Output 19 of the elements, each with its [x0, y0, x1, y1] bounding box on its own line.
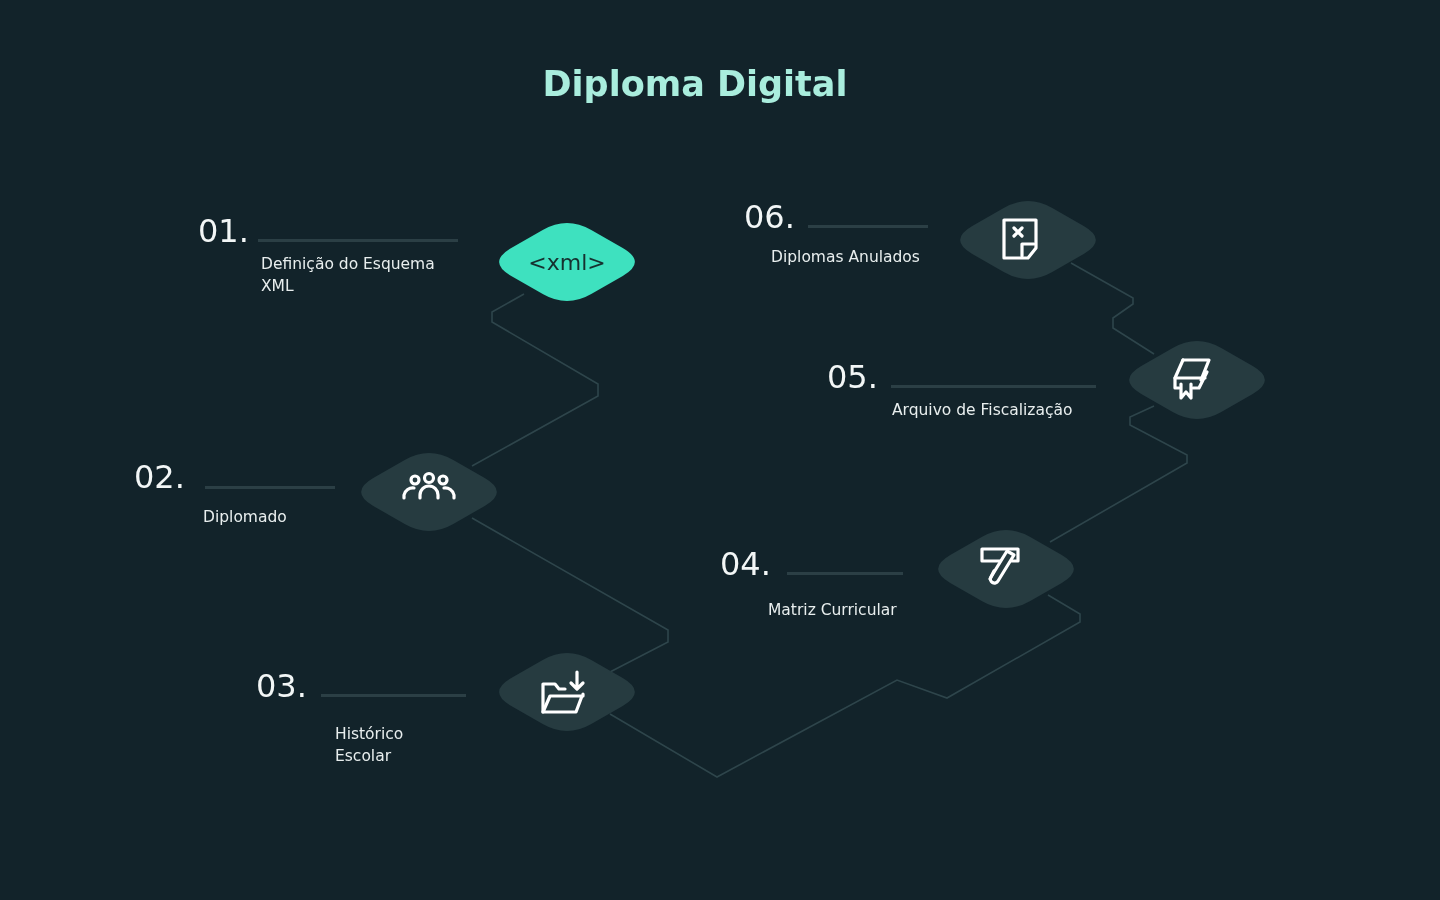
connector-line — [609, 594, 1081, 778]
step-label: Histórico Escolar — [335, 724, 405, 767]
step-number: 05. — [827, 361, 878, 393]
step-number: 04. — [720, 548, 771, 580]
step-label: Diplomas Anulados — [771, 247, 921, 268]
step-label: Matriz Curricular — [768, 600, 898, 621]
connector-line — [471, 293, 599, 467]
step-label: Definição do Esquema XML — [261, 254, 436, 297]
node-label: <xml> — [528, 249, 606, 275]
step-number: 03. — [256, 670, 307, 702]
step-label: Arquivo de Fiscalização — [892, 400, 1074, 421]
connector-line — [1049, 405, 1188, 543]
connector-line — [471, 517, 669, 673]
step-number: 01. — [198, 215, 249, 247]
diagram-title: Diploma Digital — [541, 64, 849, 104]
connector-line — [1070, 262, 1155, 355]
step-label: Diplomado — [203, 507, 288, 528]
step-number: 06. — [744, 201, 795, 233]
step-number: 02. — [134, 461, 185, 493]
